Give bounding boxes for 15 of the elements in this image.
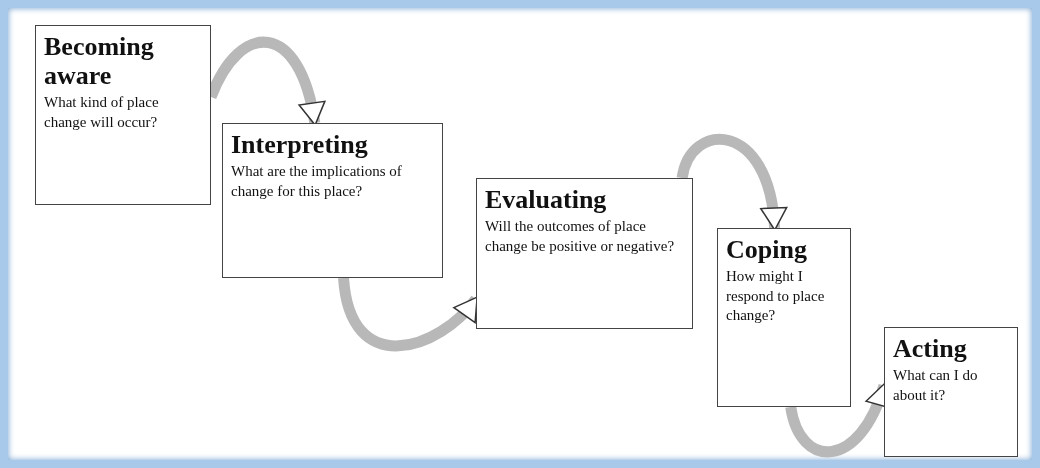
stage-box bbox=[35, 25, 211, 205]
stage-question: What are the implications of change for this place? bbox=[231, 162, 403, 201]
stage-question: How might I respond to place change? bbox=[726, 267, 826, 326]
stage-box bbox=[476, 178, 693, 329]
stage-box bbox=[717, 228, 851, 407]
stage-heading: Evaluating bbox=[485, 185, 608, 215]
stage-heading: Coping bbox=[726, 235, 808, 265]
stage-box bbox=[222, 123, 443, 278]
stage-question: Will the outcomes of place change be positive or negative? bbox=[485, 217, 676, 256]
stage-heading: Interpreting bbox=[231, 130, 369, 160]
stage-question: What can I do about it? bbox=[893, 366, 979, 405]
stage-heading: Acting bbox=[893, 334, 968, 364]
stage-heading: Becoming aware bbox=[44, 32, 155, 91]
stage-question: What kind of place change will occur? bbox=[44, 93, 160, 132]
stage-box bbox=[884, 327, 1018, 457]
